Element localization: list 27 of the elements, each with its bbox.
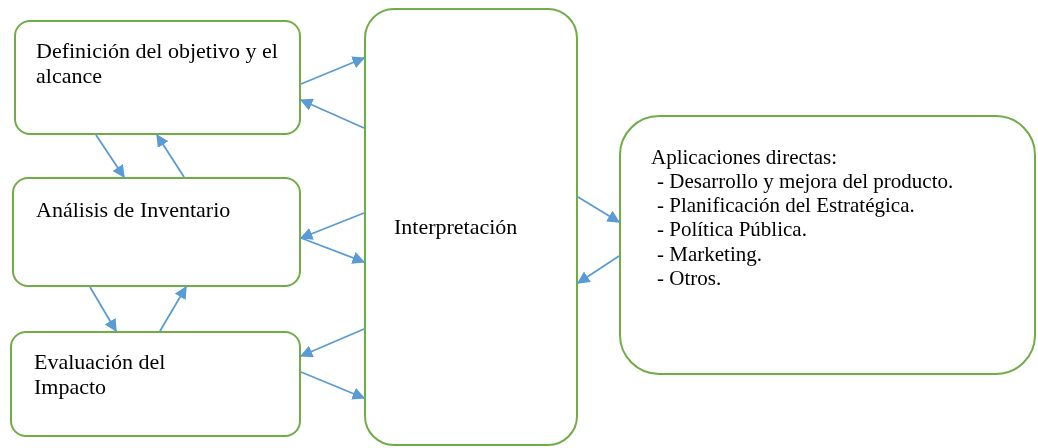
list-item: - Desarrollo y mejora del producto.: [656, 169, 955, 194]
box-label: Evaluación del Impacto: [34, 349, 167, 400]
arrow: [300, 237, 366, 264]
box-label: Análisis de Inventario: [36, 197, 232, 223]
list-item: - Otros.: [656, 265, 722, 290]
list-item: - Política Pública.: [656, 217, 808, 242]
list-item: - Planificación del Estratégica.: [656, 193, 916, 218]
arrow: [576, 255, 620, 284]
arrow: [577, 196, 621, 223]
box-label: Interpretación: [394, 214, 519, 240]
list-item: - Marketing.: [656, 241, 763, 266]
process-box: [14, 20, 301, 135]
process-box: [619, 115, 1036, 375]
arrow: [95, 134, 125, 179]
process-box: [10, 331, 301, 437]
box-label: Aplicaciones directas:: [651, 145, 838, 170]
process-box: [12, 177, 301, 287]
arrow: [89, 286, 117, 333]
process-box: [364, 8, 578, 446]
arrow: [299, 212, 365, 240]
box-label: Definición del objetivo y el alcance: [36, 38, 279, 89]
arrow: [159, 285, 187, 332]
arrow: [300, 371, 366, 400]
arrow: [156, 133, 185, 178]
arrow: [299, 98, 365, 129]
arrow: [299, 328, 365, 358]
arrow: [300, 56, 366, 85]
